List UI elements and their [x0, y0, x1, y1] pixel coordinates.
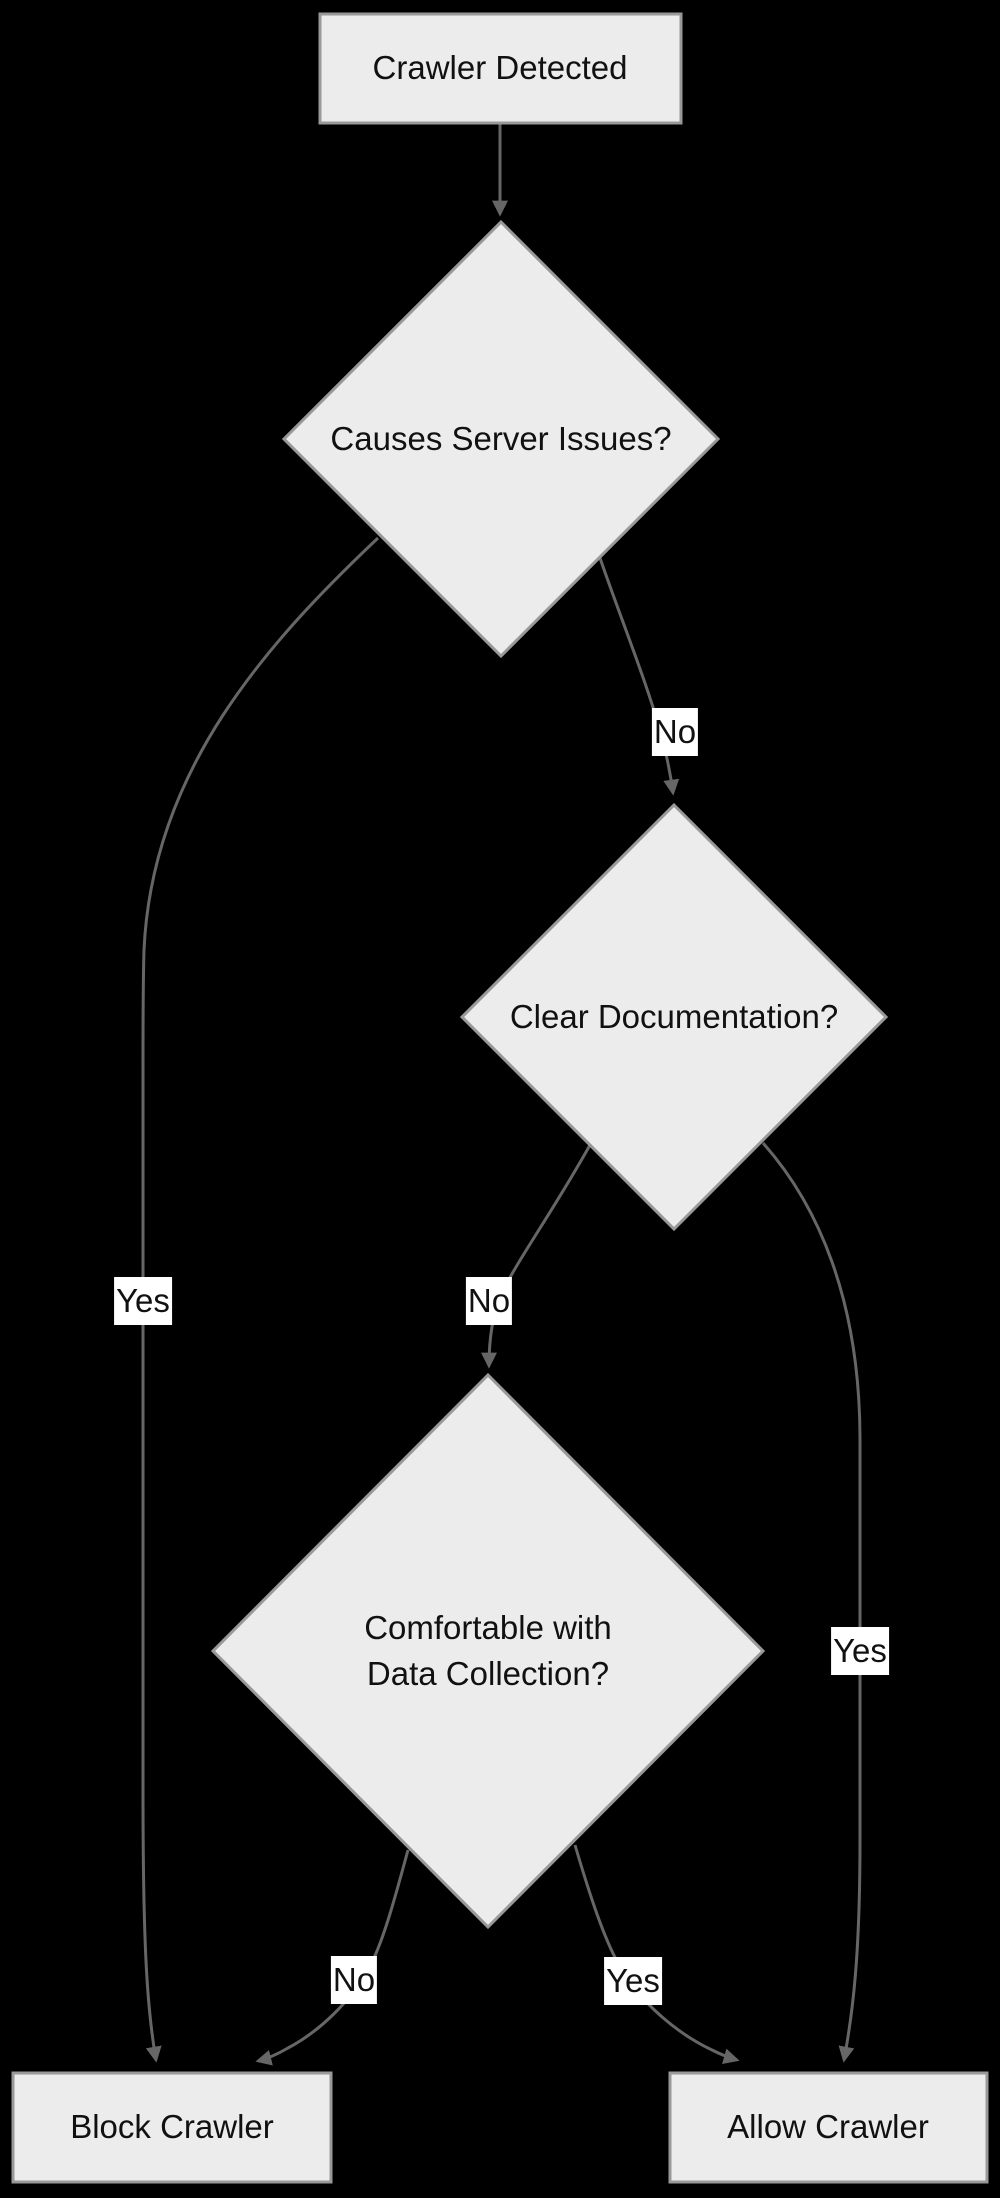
node-crawler-detected-shape	[318, 12, 683, 125]
edge-clear-no-to-comfortable	[481, 1144, 592, 1369]
node-label-allow-crawler: Allow Crawler	[727, 2108, 929, 2145]
edge-comfortable-yes-to-allow	[573, 1844, 740, 2065]
node-layer	[11, 12, 989, 2184]
node-label-clear-documentation: Clear Documentation?	[509, 998, 839, 1035]
edge-clear-yes-to-allow	[761, 1142, 862, 2063]
node-block-crawler-shape	[11, 2071, 333, 2184]
edge-label-causes-yes: Yes	[114, 1277, 172, 1325]
edge-label-clear-yes: Yes	[831, 1627, 889, 1675]
decision-comfortable-data-collection-shape	[210, 1372, 766, 1930]
decision-clear-documentation-shape	[459, 802, 889, 1232]
edge-label-clear-no: No	[465, 1277, 513, 1325]
decision-causes-server-issues-shape	[281, 219, 721, 659]
node-label-comfortable-data-collection: Comfortable with Data Collection?	[364, 1609, 612, 1692]
edge-label-causes-no: No	[651, 708, 699, 756]
node-label-causes-server-issues: Causes Server Issues?	[330, 420, 672, 457]
edge-causes-no-to-clear	[598, 557, 680, 796]
node-allow-crawler-shape	[668, 2071, 989, 2184]
edge-label-comfortable-yes: Yes	[604, 1957, 662, 2005]
node-label-block-crawler: Block Crawler	[70, 2108, 274, 2145]
node-label-crawler-detected: Crawler Detected	[372, 49, 628, 86]
edge-causes-yes-to-block	[141, 536, 380, 2063]
edge-label-comfortable-no: No	[330, 1956, 378, 2004]
